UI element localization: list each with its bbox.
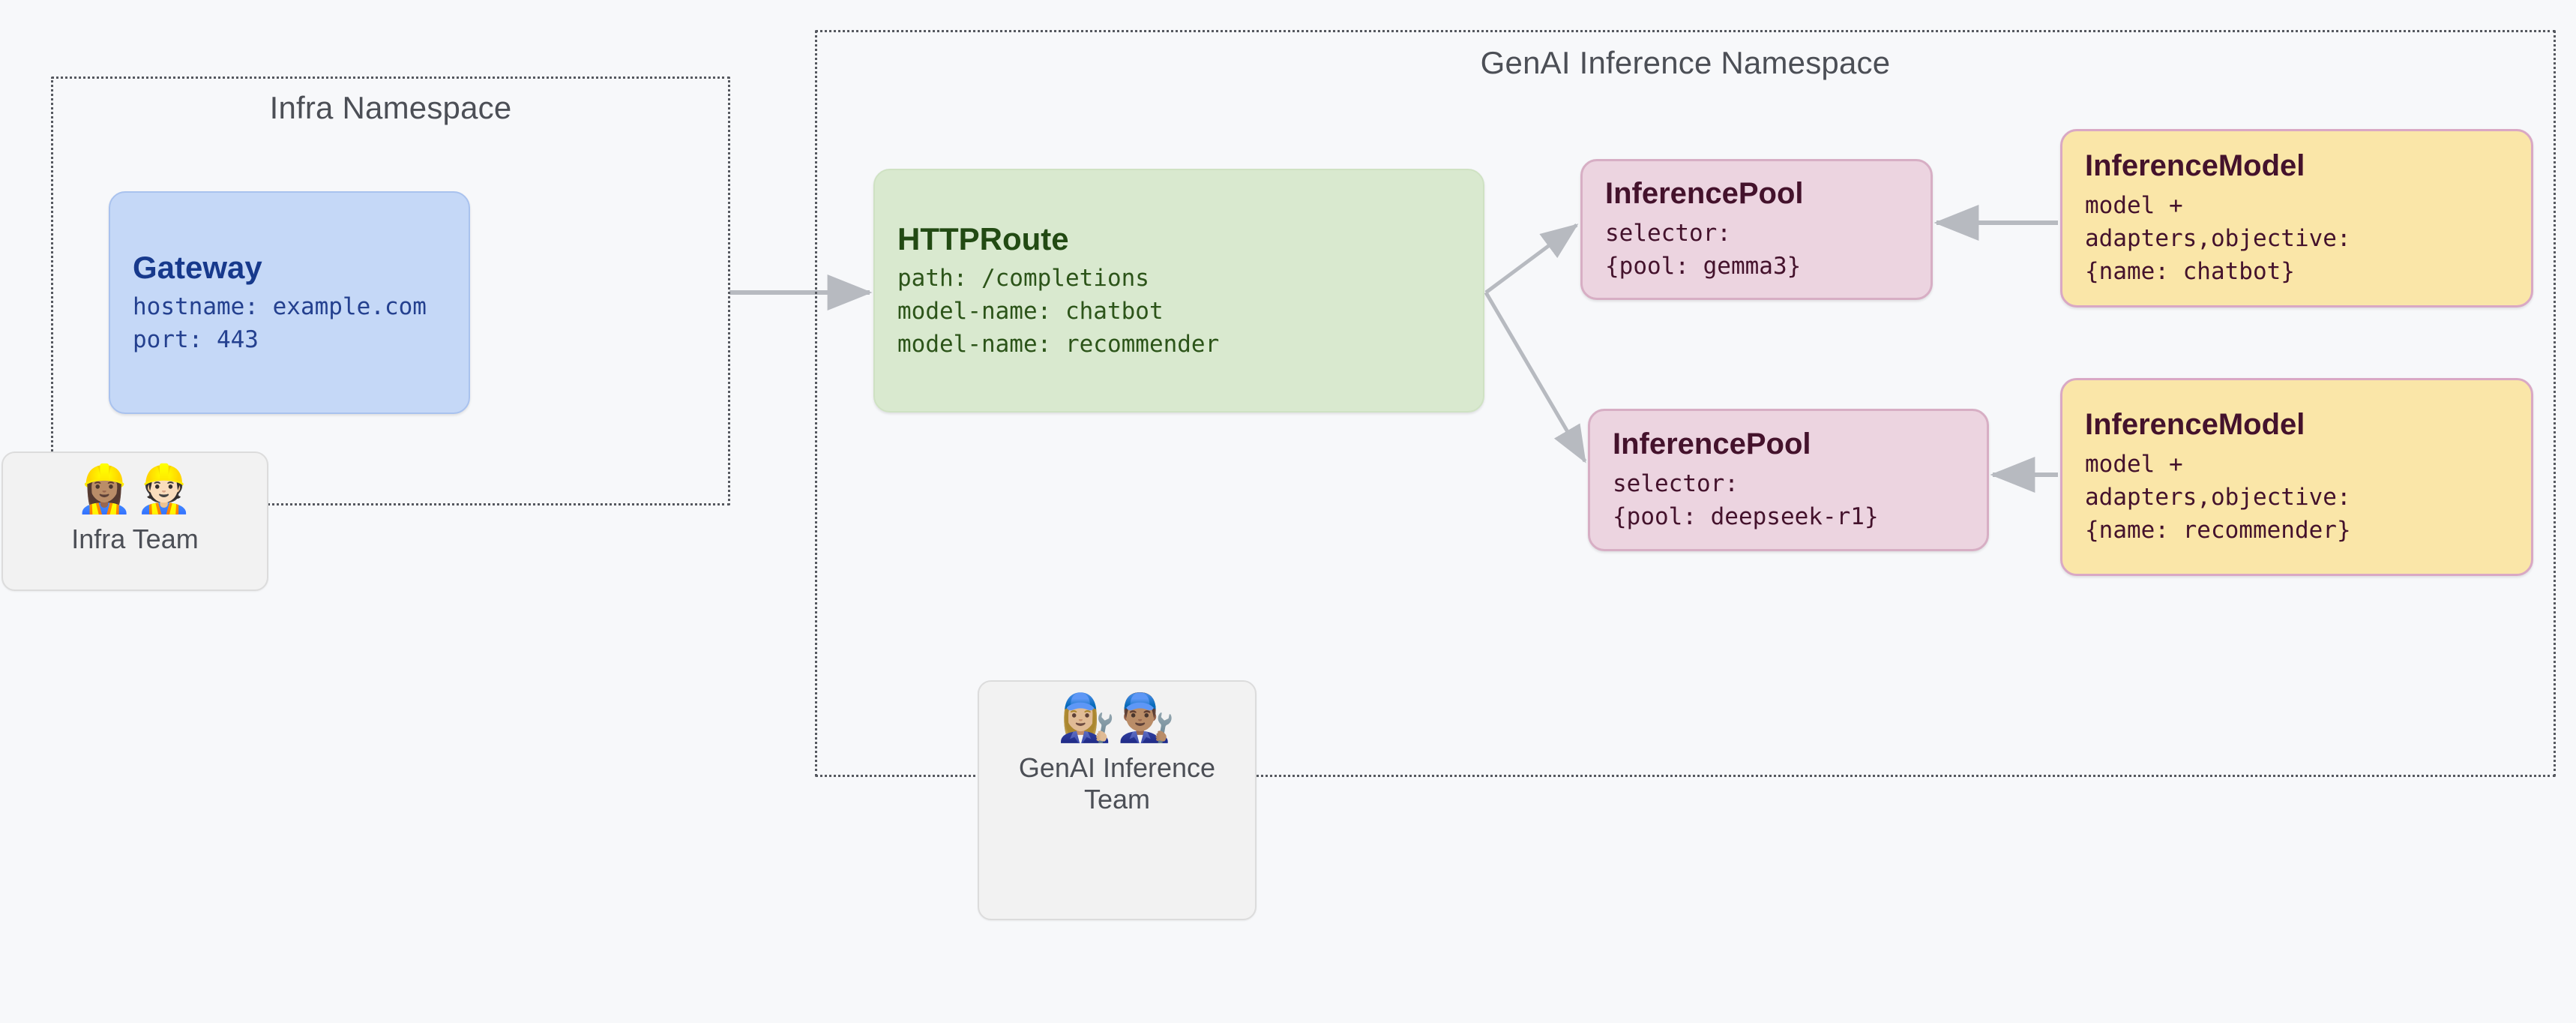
node-inferencepool-deepseek-r1-title: InferencePool — [1613, 428, 1811, 461]
namespace-infra-title: Infra Namespace — [269, 90, 512, 125]
team-card-infra-label: Infra Team — [71, 524, 199, 554]
model-recommender-line-model: model + — [2085, 450, 2183, 478]
pool-deepseek-line-value: {pool: deepseek-r1} — [1613, 502, 1879, 530]
pool-deepseek-line-selector: selector: — [1613, 470, 1739, 497]
node-inferencepool-gemma3-title: InferencePool — [1605, 177, 1804, 211]
node-httproute-body: path: /completions model-name: chatbot m… — [897, 262, 1460, 361]
node-httproute-title: HTTPRoute — [897, 220, 1069, 256]
node-inferencemodel-recommender[interactable]: InferenceModel model + adapters,objectiv… — [2060, 378, 2533, 576]
gateway-line-hostname: hostname: example.com — [133, 293, 427, 321]
pool-gemma3-line-selector: selector: — [1605, 219, 1731, 247]
model-recommender-line-adapters: adapters,objective: — [2085, 483, 2351, 511]
gateway-line-port: port: 443 — [133, 326, 259, 354]
node-inferencemodel-chatbot[interactable]: InferenceModel model + adapters,objectiv… — [2060, 129, 2533, 308]
namespace-genai — [815, 30, 2556, 777]
model-recommender-line-name: {name: recommender} — [2085, 516, 2351, 544]
model-chatbot-line-adapters: adapters,objective: — [2085, 224, 2351, 252]
namespace-infra — [51, 76, 730, 506]
node-inferencepool-deepseek-r1[interactable]: InferencePool selector: {pool: deepseek-… — [1588, 409, 1989, 551]
node-inferencepool-deepseek-r1-body: selector: {pool: deepseek-r1} — [1613, 467, 1964, 533]
httproute-line-model-recommender: model-name: recommender — [897, 331, 1220, 358]
model-chatbot-line-model: model + — [2085, 191, 2183, 219]
model-chatbot-line-name: {name: chatbot} — [2085, 257, 2295, 285]
node-gateway[interactable]: Gateway hostname: example.com port: 443 — [109, 191, 470, 414]
node-inferencepool-gemma3[interactable]: InferencePool selector: {pool: gemma3} — [1580, 159, 1933, 300]
pool-gemma3-line-value: {pool: gemma3} — [1605, 252, 1802, 280]
team-card-infra[interactable]: 👷🏽‍♀️👷🏻 Infra Team — [1, 452, 268, 591]
node-inferencemodel-chatbot-body: model + adapters,objective: {name: chatb… — [2085, 189, 2509, 288]
node-gateway-body: hostname: example.com port: 443 — [133, 290, 446, 356]
node-inferencemodel-recommender-body: model + adapters,objective: {name: recom… — [2085, 448, 2509, 547]
construction-workers-icon: 👷🏽‍♀️👷🏻 — [75, 464, 195, 515]
team-card-genai-label: GenAI Inference Team — [1018, 752, 1216, 815]
mechanics-icon: 👩🏼‍🔧👨🏽‍🔧 — [1057, 692, 1177, 744]
httproute-line-path: path: /completions — [897, 265, 1149, 292]
node-httproute[interactable]: HTTPRoute path: /completions model-name:… — [873, 169, 1484, 412]
node-inferencemodel-chatbot-title: InferenceModel — [2085, 149, 2305, 183]
httproute-line-model-chatbot: model-name: chatbot — [897, 298, 1164, 326]
node-gateway-title: Gateway — [133, 249, 262, 285]
node-inferencemodel-recommender-title: InferenceModel — [2085, 408, 2305, 442]
namespace-genai-title: GenAI Inference Namespace — [1480, 45, 1891, 80]
team-card-genai[interactable]: 👩🏼‍🔧👨🏽‍🔧 GenAI Inference Team — [978, 680, 1257, 920]
node-inferencepool-gemma3-body: selector: {pool: gemma3} — [1605, 217, 1908, 283]
